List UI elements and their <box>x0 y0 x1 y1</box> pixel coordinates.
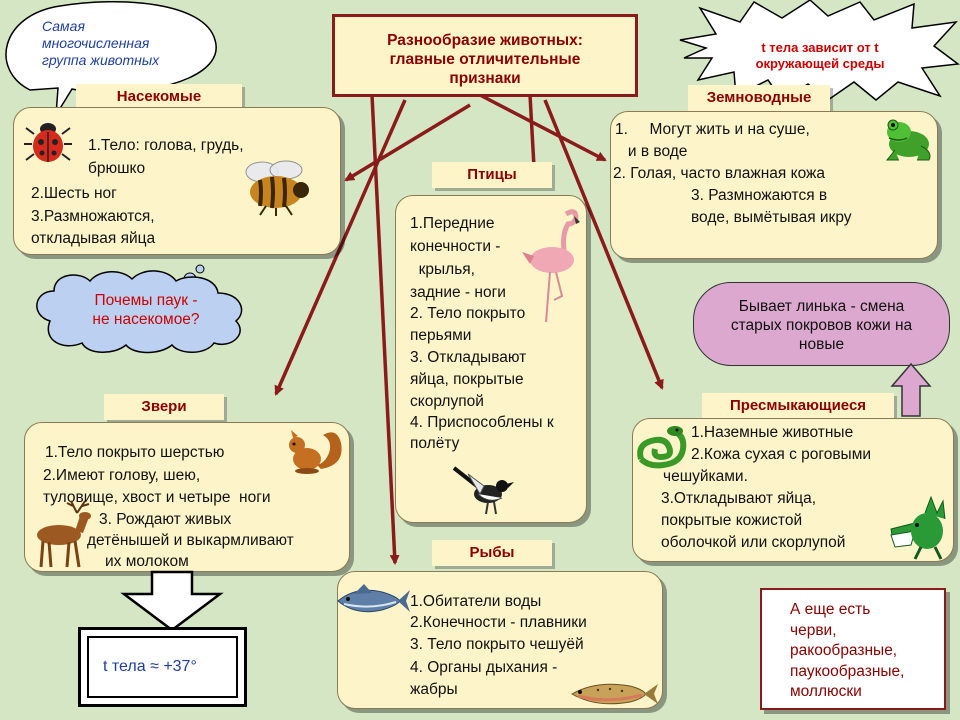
insects-line-5: откладывая яйца <box>31 230 156 247</box>
deer-icon <box>37 500 91 568</box>
heading-birds: Птицы <box>432 162 552 188</box>
callout-temp-cold-line: t тела зависит от t <box>761 40 879 55</box>
amphibians-line-2: и в воде <box>615 143 688 160</box>
arrow-to-mammals <box>274 99 407 396</box>
birds-line-7: 3. Откладывают <box>410 349 527 366</box>
fish-line-5: жабры <box>410 681 458 698</box>
birds-line-9: скорлупой <box>410 393 484 410</box>
fish-line-1: 1.Обитатели воды <box>410 593 542 610</box>
also-note-line: черви, <box>790 621 837 639</box>
reptiles-line-6: оболочкой или скорлупой <box>661 534 846 551</box>
birds-line-11: полёту <box>410 435 460 452</box>
up-arrow-shape <box>890 362 932 417</box>
birds-box: 1.Передние конечности - крылья, задние -… <box>395 195 587 523</box>
ladybug-icon <box>24 123 72 162</box>
mammals-line-3: туловище, хвост и четыре ноги <box>43 489 271 506</box>
cloud-callout <box>36 264 243 354</box>
birds-line-3: крылья, <box>410 261 475 278</box>
callout-insects-line: многочисленная <box>42 35 150 51</box>
down-arrow-shape <box>120 570 224 632</box>
callout-insects-line: Самая <box>42 18 85 34</box>
heading-reptiles: Пресмыкающиеся <box>702 393 894 419</box>
also-note-line: паукообразные, <box>790 662 905 680</box>
fish-line-2: 2.Конечности - плавники <box>410 614 587 631</box>
snake-icon <box>637 426 687 469</box>
insects-line-4: 3.Размножаются, <box>31 208 155 225</box>
heading-mammals: Звери <box>104 394 224 420</box>
fish-line-3: 3. Тело покрыто чешуёй <box>410 636 584 653</box>
starburst-callout <box>679 0 960 102</box>
mammals-line-1: 1.Тело покрыто шерстью <box>45 444 225 461</box>
arrow-to-reptiles <box>543 99 664 390</box>
also-note-line: моллюски <box>790 683 862 700</box>
trout-fish-icon <box>571 683 658 705</box>
birds-line-8: яйца, покрытые <box>410 371 524 388</box>
birds-line-10: 4. Приспособлены к <box>410 414 554 431</box>
callout-insects: Самая многочисленная группа животных <box>42 18 202 69</box>
callout-spider: Почемы паук - не насекомое? <box>56 291 236 329</box>
birds-line-2: конечности - <box>410 238 501 255</box>
callout-spider-line: не насекомое? <box>92 311 200 328</box>
callout-warm: t тела ≈ +37° <box>103 658 197 675</box>
title-line-3: признаки <box>449 70 521 87</box>
amphibians-line-4: 3. Размножаются в <box>691 187 828 204</box>
callout-molt-line: Бывает линька - смена <box>738 298 905 315</box>
title-box: Разнообразие животных: главные отличител… <box>332 14 638 97</box>
amphibians-line-5: воде, вымётывая икру <box>691 209 852 226</box>
callout-molt-line: старых покровов кожи на <box>730 317 913 334</box>
reptiles-box: 1.Наземные животные 2.Кожа сухая с рогов… <box>632 418 954 562</box>
insects-box: 1.Тело: голова, грудь, брюшко 2.Шесть но… <box>13 107 341 255</box>
birds-line-5: 2. Тело покрыто <box>410 305 526 322</box>
callout-spider-line: Почемы паук - <box>94 292 198 309</box>
callout-temp-cold-line: окружающей среды <box>755 56 885 71</box>
warm-blooded-box: t тела ≈ +37° <box>78 627 247 707</box>
flamingo-icon <box>522 209 580 323</box>
reptiles-line-3: чешуйками. <box>663 468 748 485</box>
title-line-2: главные отличительные <box>389 51 581 68</box>
mammals-line-5: детёнышей и выкармливают <box>87 532 294 549</box>
birds-line-4: задние - ноги <box>410 284 506 301</box>
also-note-line: А еще есть <box>790 601 871 618</box>
heading-insects: Насекомые <box>76 84 242 110</box>
magpie-icon <box>452 466 514 515</box>
amphibians-line-3: 2. Голая, часто влажная кожа <box>613 165 826 182</box>
bee-icon <box>245 160 309 216</box>
insects-line-3: 2.Шесть ног <box>31 185 117 202</box>
callout-insects-line: группа животных <box>42 52 160 68</box>
reptiles-line-4: 3.Откладывают яйца, <box>661 490 817 507</box>
squirrel-icon <box>289 430 342 474</box>
fish-line-4: 4. Органы дыхания - <box>410 659 558 676</box>
reptiles-line-1: 1.Наземные животные <box>691 424 854 441</box>
also-note-line: ракообразные, <box>790 642 898 659</box>
reptiles-line-5: покрытые кожистой <box>661 512 803 529</box>
birds-line-1: 1.Передние <box>410 215 495 232</box>
heading-fish: Рыбы <box>432 540 552 566</box>
heading-amphibians: Земноводные <box>688 85 830 111</box>
reptiles-line-2: 2.Кожа сухая с роговыми <box>691 446 872 463</box>
mammals-line-6: их молоком <box>105 553 189 570</box>
amphibians-box: 1. Могут жить и на суше, и в воде 2. Гол… <box>610 111 938 259</box>
crocodile-icon <box>890 495 946 560</box>
callout-molt: Бывает линька - смена старых покровов ко… <box>693 282 950 366</box>
arrow-to-amphibians <box>479 93 607 162</box>
callout-molt-line: новые <box>798 336 845 353</box>
insects-line-1: 1.Тело: голова, грудь, <box>88 137 244 154</box>
title-line-1: Разнообразие животных: <box>387 32 583 49</box>
insects-line-2: брюшко <box>88 160 146 177</box>
frog-icon <box>885 119 931 161</box>
cod-fish-icon <box>337 584 410 613</box>
arrow-to-fish <box>370 94 400 565</box>
mammals-box: 1.Тело покрыто шерстью 2.Имеют голову, ш… <box>24 422 350 572</box>
callout-temp-cold: t тела зависит от t окружающей среды <box>730 40 910 72</box>
birds-line-6: перьями <box>410 327 472 344</box>
also-note-box: А еще есть черви, ракообразные, паукообр… <box>760 588 946 710</box>
mammals-line-4: 3. Рождают живых <box>99 511 232 528</box>
amphibians-line-1: 1. Могут жить и на суше, <box>615 121 810 138</box>
mammals-line-2: 2.Имеют голову, шею, <box>43 467 201 484</box>
arrow-to-insects <box>344 103 471 182</box>
warm-blooded-inner: t тела ≈ +37° <box>87 636 238 698</box>
fish-box: 1.Обитатели воды 2.Конечности - плавники… <box>337 571 663 709</box>
